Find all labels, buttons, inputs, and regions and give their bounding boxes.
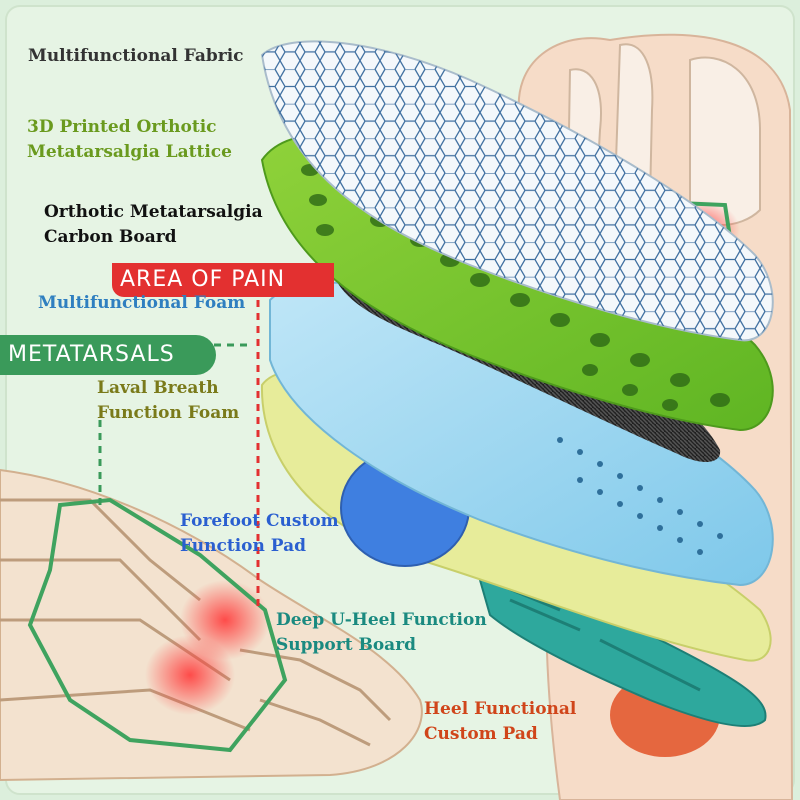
area-of-pain-text: AREA OF PAIN — [120, 267, 286, 292]
label-u-heel-support-board: Deep U-Heel Function Support Board — [276, 610, 487, 655]
area-of-pain-banner: AREA OF PAIN — [112, 263, 334, 297]
foot-side-view — [0, 468, 423, 782]
metatarsal-outline-side — [27, 497, 288, 753]
big-toe-bone — [689, 56, 761, 226]
pain-spot-side — [145, 635, 235, 715]
metatarsals-banner: METATARSALS — [0, 335, 216, 375]
label-3d-printed-lattice: 3D Printed Orthotic Metatarsalgia Lattic… — [27, 117, 232, 162]
label-heel-custom-pad: Heel Functional Custom Pad — [424, 699, 577, 744]
label-carbon-board: Orthotic Metatarsalgia Carbon Board — [44, 202, 263, 247]
foam-holes — [557, 437, 723, 555]
label-multifunctional-fabric: Multifunctional Fabric — [28, 46, 244, 66]
label-multifunctional-foam: Multifunctional Foam — [38, 293, 246, 313]
label-forefoot-custom-pad: Forefoot Custom Function Pad — [180, 511, 339, 556]
label-laval-breath-foam: Laval Breath Function Foam — [97, 378, 240, 423]
metatarsals-text: METATARSALS — [8, 342, 175, 367]
fabric-hex-mesh — [262, 41, 773, 341]
